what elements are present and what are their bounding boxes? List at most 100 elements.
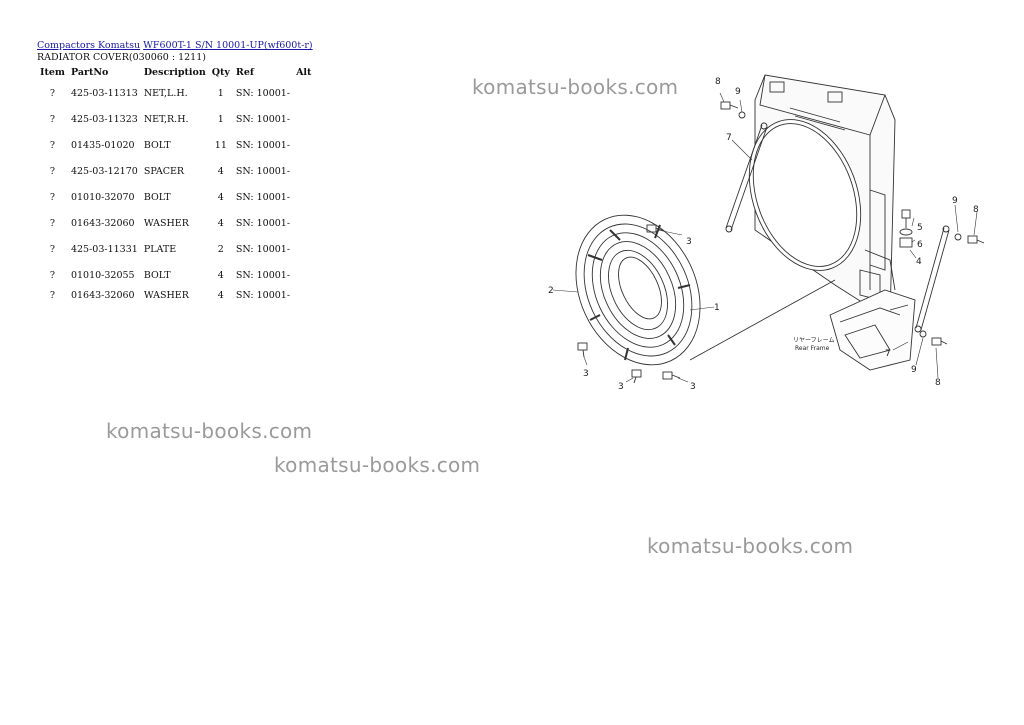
table-row: ? 01643-32060 WASHER 4 SN: 10001-: [37, 288, 314, 302]
watermark-text: komatsu-books.com: [106, 419, 313, 443]
cell-description: NET,R.H.: [143, 113, 189, 125]
callout-8-right: 8: [973, 205, 979, 215]
radiator-shape: [748, 74, 896, 321]
cell-description: PLATE: [143, 243, 177, 255]
header-item: Item: [40, 66, 65, 78]
table-row: ? 01010-32055 BOLT 4 SN: 10001-: [37, 262, 314, 288]
cell-ref: SN: 10001-: [235, 113, 291, 125]
cell-alt: [293, 184, 314, 210]
cell-item: ?: [49, 289, 56, 301]
cell-partno: 01010-32070: [70, 191, 135, 203]
rear-frame-label-en: Rear Frame: [795, 345, 830, 352]
cell-alt: [293, 158, 314, 184]
cell-qty: 4: [217, 289, 224, 301]
cell-description: BOLT: [143, 269, 171, 281]
cell-partno: 425-03-11323: [70, 113, 138, 125]
leader-lines: [552, 92, 978, 383]
parts-table: Item PartNo Description Qty Ref Alt ? 42…: [37, 64, 314, 302]
cell-ref: SN: 10001-: [235, 87, 291, 99]
header-qty: Qty: [211, 66, 230, 78]
cell-alt: [293, 80, 314, 106]
cell-item: ?: [49, 191, 56, 203]
cell-qty: 4: [217, 217, 224, 229]
cell-description: BOLT: [143, 139, 171, 151]
callout-7-right: 7: [885, 349, 891, 359]
rear-frame-label-jp: リヤーフレーム: [793, 337, 834, 344]
cell-item: ?: [49, 269, 56, 281]
callout-3-top: 3: [686, 237, 692, 247]
cell-ref: SN: 10001-: [235, 217, 291, 229]
exploded-parts-diagram: リヤーフレーム Rear Frame 1 2 3 3 3 3 4 5 6 7 7…: [548, 74, 985, 392]
cell-ref: SN: 10001-: [235, 191, 291, 203]
cell-qty: 4: [217, 191, 224, 203]
breadcrumb-link-model[interactable]: WF600T-1 S/N 10001-UP(wf600t-r): [143, 40, 313, 51]
cell-description: WASHER: [143, 217, 189, 229]
cell-item: ?: [49, 87, 56, 99]
watermark-text: komatsu-books.com: [647, 534, 854, 558]
header-description: Description: [143, 66, 206, 78]
cell-partno: 425-03-11331: [70, 243, 138, 255]
stay-left-shape: [725, 122, 768, 233]
table-row: ? 425-03-12170 SPACER 4 SN: 10001-: [37, 158, 314, 184]
table-row: ? 01010-32070 BOLT 4 SN: 10001-: [37, 184, 314, 210]
header-ref: Ref: [235, 66, 254, 78]
cell-description: WASHER: [143, 289, 189, 301]
callout-7-left: 7: [726, 133, 732, 143]
table-header-row: Item PartNo Description Qty Ref Alt: [37, 64, 314, 80]
cell-ref: SN: 10001-: [235, 139, 291, 151]
header-partno: PartNo: [70, 66, 109, 78]
fan-net-shape: [575, 214, 836, 366]
bolt-shapes: [577, 101, 985, 384]
cell-alt: [293, 262, 314, 288]
rear-frame-shape: [829, 289, 916, 371]
cell-partno: 01010-32055: [70, 269, 135, 281]
breadcrumb: Compactors Komatsu WF600T-1 S/N 10001-UP…: [37, 40, 313, 52]
cell-description: BOLT: [143, 191, 171, 203]
cell-alt: [293, 210, 314, 236]
callout-2: 2: [548, 286, 554, 296]
cell-qty: 4: [217, 165, 224, 177]
cell-ref: SN: 10001-: [235, 243, 291, 255]
callout-6: 6: [917, 240, 923, 250]
cell-ref: SN: 10001-: [235, 269, 291, 281]
table-row: ? 01435-01020 BOLT 11 SN: 10001-: [37, 132, 314, 158]
table-row: ? 425-03-11313 NET,L.H. 1 SN: 10001-: [37, 80, 314, 106]
cell-partno: 425-03-12170: [70, 165, 138, 177]
stay-right-shape: [914, 225, 950, 333]
cell-description: SPACER: [143, 165, 185, 177]
cell-qty: 2: [217, 243, 224, 255]
callout-1: 1: [714, 303, 720, 313]
cell-ref: SN: 10001-: [235, 289, 291, 301]
cell-item: ?: [49, 165, 56, 177]
cell-ref: SN: 10001-: [235, 165, 291, 177]
cell-alt: [293, 106, 314, 132]
callout-3-left: 3: [583, 369, 589, 379]
callout-8-top: 8: [715, 77, 721, 87]
cell-alt: [293, 236, 314, 262]
cell-partno: 01643-32060: [70, 289, 135, 301]
cell-item: ?: [49, 243, 56, 255]
cell-partno: 01435-01020: [70, 139, 135, 151]
cell-qty: 11: [214, 139, 227, 151]
cell-description: NET,L.H.: [143, 87, 188, 99]
breadcrumb-link-compactors[interactable]: Compactors Komatsu: [37, 40, 141, 51]
callout-9-right: 9: [952, 196, 958, 206]
table-row: ? 425-03-11331 PLATE 2 SN: 10001-: [37, 236, 314, 262]
table-row: ? 425-03-11323 NET,R.H. 1 SN: 10001-: [37, 106, 314, 132]
cell-qty: 1: [217, 87, 224, 99]
cell-qty: 4: [217, 269, 224, 281]
watermark-text: komatsu-books.com: [472, 75, 679, 99]
cell-qty: 1: [217, 113, 224, 125]
cell-alt: [293, 288, 314, 302]
callout-4: 4: [916, 257, 922, 267]
cell-partno: 01643-32060: [70, 217, 135, 229]
cell-item: ?: [49, 113, 56, 125]
callout-9-bottom: 9: [911, 365, 917, 375]
cell-item: ?: [49, 139, 56, 151]
callout-3-bottom-right: 3: [690, 382, 696, 392]
watermark-text: komatsu-books.com: [274, 453, 481, 477]
callout-3-bottom-left: 3: [618, 382, 624, 392]
cell-partno: 425-03-11313: [70, 87, 138, 99]
cell-alt: [293, 132, 314, 158]
cell-item: ?: [49, 217, 56, 229]
